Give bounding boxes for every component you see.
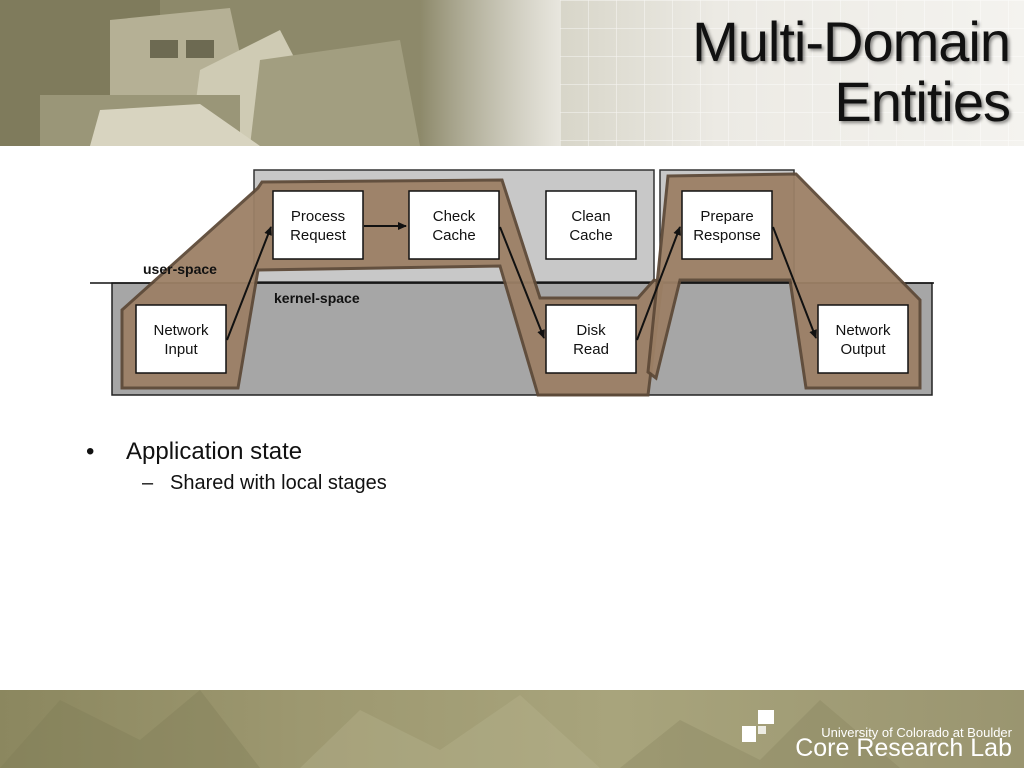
node-prepare-response: Prepare Response (681, 190, 773, 260)
svg-text:Cache: Cache (569, 227, 612, 244)
node-disk-read: Disk Read (545, 304, 637, 374)
svg-text:Process: Process (291, 208, 345, 225)
svg-text:Disk: Disk (576, 322, 606, 339)
footer-texture (0, 690, 900, 768)
footer-banner: University of Colorado at Boulder Core R… (0, 690, 1024, 768)
title-line-1: Multi-Domain (692, 10, 1011, 73)
sub-bullet-mark: – (142, 472, 154, 494)
svg-text:Input: Input (164, 341, 198, 358)
sub-bullet-text: Shared with local stages (170, 472, 387, 494)
svg-text:Read: Read (573, 341, 609, 358)
stage-diagram: user-space kernel-space Network Input Pr… (90, 169, 934, 397)
lab-name: Core Research Lab (795, 734, 1012, 762)
svg-text:Check: Check (433, 208, 476, 225)
svg-text:Prepare: Prepare (700, 208, 753, 225)
header-banner: Multi-Domain Entities (0, 0, 1024, 146)
svg-text:Network: Network (153, 322, 209, 339)
bullet-text: Application state (126, 438, 303, 465)
arrow-disk-to-prepare (636, 226, 681, 341)
svg-text:Request: Request (290, 227, 347, 244)
arrow-check-to-disk (499, 226, 545, 339)
building-photo (0, 0, 560, 146)
svg-text:Network: Network (835, 322, 891, 339)
slide-title: Multi-Domain Entities (692, 10, 1011, 133)
bullet-level-2: – Shared with local stages (86, 472, 387, 495)
node-check-cache: Check Cache (408, 190, 500, 260)
lab-logo-icon (742, 710, 774, 742)
svg-text:Clean: Clean (571, 208, 610, 225)
bullet-mark: • (86, 438, 95, 465)
svg-text:Response: Response (693, 227, 761, 244)
user-space-label: user-space (143, 261, 217, 277)
title-line-2: Entities (834, 70, 1011, 133)
university-name: University of Colorado at Boulder (821, 725, 1012, 740)
bullet-list: • Application state – Shared with local … (86, 438, 387, 495)
svg-text:Cache: Cache (432, 227, 475, 244)
svg-text:Output: Output (840, 341, 886, 358)
node-network-input: Network Input (135, 304, 227, 374)
arrow-input-to-process (226, 226, 272, 341)
kernel-space-label: kernel-space (274, 290, 360, 306)
node-clean-cache: Clean Cache (545, 190, 637, 260)
node-network-output: Network Output (817, 304, 909, 374)
bullet-level-1: • Application state (86, 438, 387, 466)
node-process-request: Process Request (272, 190, 364, 260)
arrow-prepare-to-output (772, 226, 817, 339)
